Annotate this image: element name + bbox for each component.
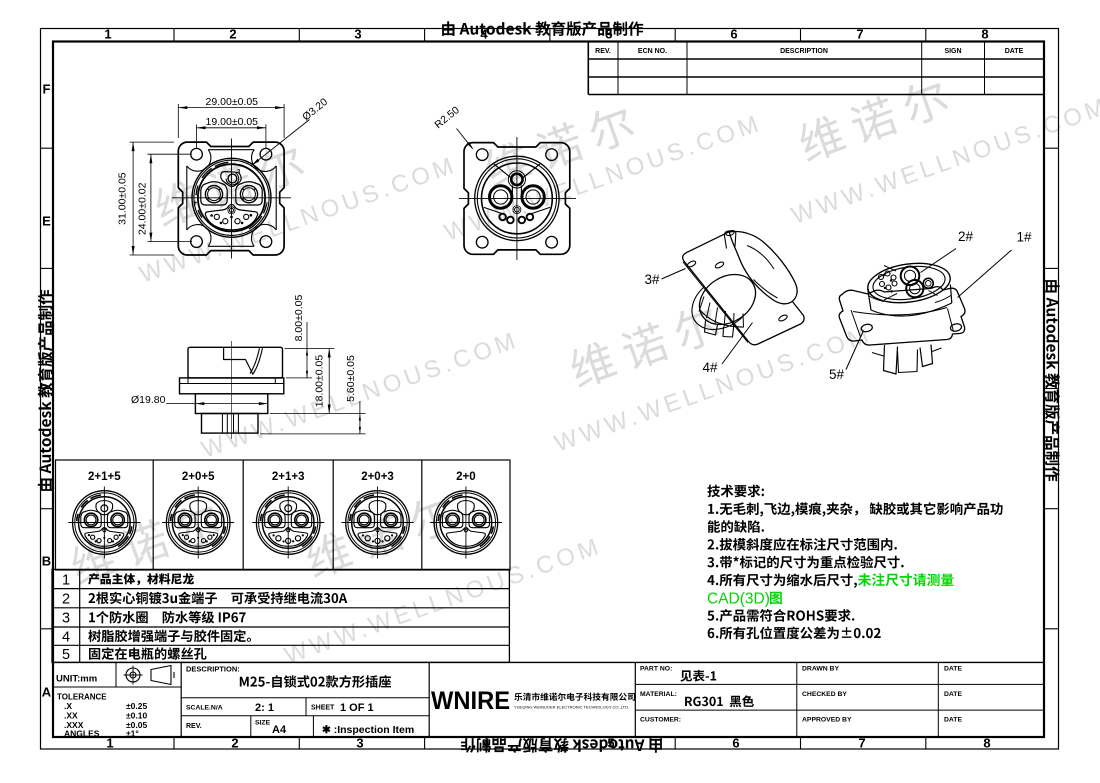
svg-text:CHECKED BY: CHECKED BY: [802, 691, 847, 698]
svg-text:APPROVED BY: APPROVED BY: [802, 717, 852, 724]
svg-text:18.00±0.05: 18.00±0.05: [313, 355, 325, 408]
svg-text:WNIRE: WNIRE: [431, 687, 510, 715]
svg-text:±0.05: ±0.05: [126, 720, 147, 730]
svg-text:.XXX: .XXX: [64, 720, 84, 730]
svg-text:8: 8: [983, 735, 990, 750]
svg-text:5: 5: [62, 647, 70, 663]
svg-text:4#: 4#: [702, 360, 718, 375]
svg-text:±0.25: ±0.25: [126, 701, 147, 711]
svg-text:3: 3: [62, 611, 70, 627]
svg-text:2+1+3: 2+1+3: [272, 471, 305, 483]
svg-text:3: 3: [237, 170, 241, 176]
svg-text:REV.: REV.: [186, 723, 202, 730]
svg-text:ANGLES: ANGLES: [64, 729, 100, 739]
svg-text:3: 3: [356, 735, 363, 750]
svg-text:REV.: REV.: [595, 48, 611, 55]
svg-text:2+0: 2+0: [456, 471, 476, 483]
svg-text:5.60±0.05: 5.60±0.05: [345, 355, 357, 402]
svg-text:6: 6: [732, 735, 739, 750]
svg-text:5#: 5#: [829, 367, 845, 382]
svg-text:2#: 2#: [958, 229, 974, 244]
svg-text:.X: .X: [64, 701, 72, 711]
svg-text:31.00±0.05: 31.00±0.05: [117, 172, 129, 225]
svg-text:CAD(3D): CAD(3D): [707, 591, 770, 608]
svg-text:SIZE: SIZE: [255, 720, 271, 727]
svg-text:DRAWN BY: DRAWN BY: [802, 666, 839, 673]
svg-text:SCALE.N/A: SCALE.N/A: [186, 705, 223, 712]
svg-text:.XX: .XX: [64, 711, 78, 721]
svg-text:DATE: DATE: [944, 666, 962, 673]
svg-text:2: 2: [231, 735, 238, 750]
svg-text:Ø19.80: Ø19.80: [131, 394, 166, 406]
svg-text:A4: A4: [272, 724, 287, 736]
svg-text:DESCRIPTION:: DESCRIPTION:: [186, 665, 240, 674]
svg-text:YUEQING WEINUOER ELECTRONIC TE: YUEQING WEINUOER ELECTRONIC TECHNOLOGY C…: [514, 705, 629, 710]
svg-text:SIGN: SIGN: [944, 48, 961, 55]
svg-text:2: 2: [229, 26, 236, 41]
svg-text:3: 3: [354, 26, 361, 41]
svg-text:8.00±0.05: 8.00±0.05: [293, 295, 305, 342]
svg-text:PART NO:: PART NO:: [640, 666, 672, 673]
svg-text:MATERIAL:: MATERIAL:: [640, 691, 677, 698]
svg-text:1 OF 1: 1 OF 1: [340, 702, 374, 714]
svg-text:29.00±0.05: 29.00±0.05: [206, 96, 259, 108]
svg-text:19.00±0.05: 19.00±0.05: [206, 116, 259, 128]
svg-text:1: 1: [62, 572, 70, 588]
svg-text:1: 1: [104, 26, 111, 41]
svg-text:±1°: ±1°: [126, 729, 139, 739]
svg-text:2+1+5: 2+1+5: [88, 471, 121, 483]
svg-text:DESCRIPTION: DESCRIPTION: [780, 48, 828, 55]
svg-text:✱ :Inspection Item: ✱ :Inspection Item: [322, 724, 414, 736]
svg-text:+: +: [193, 200, 197, 207]
svg-text:2: 1: 2: 1: [255, 702, 274, 714]
svg-text:2+0+3: 2+0+3: [361, 471, 394, 483]
svg-text:±0.10: ±0.10: [126, 711, 147, 721]
svg-text:SHEET: SHEET: [311, 705, 335, 712]
svg-text:2+0+5: 2+0+5: [182, 471, 215, 483]
svg-text:6: 6: [730, 26, 737, 41]
svg-text:3#: 3#: [644, 272, 660, 287]
svg-text:A: A: [42, 685, 52, 700]
svg-text:DATE: DATE: [944, 691, 962, 698]
svg-text:2: 2: [62, 592, 70, 608]
svg-text:DATE: DATE: [1005, 48, 1024, 55]
svg-text:F: F: [43, 82, 51, 97]
svg-text:CUSTOMER:: CUSTOMER:: [640, 717, 681, 724]
svg-text:7: 7: [856, 26, 863, 41]
svg-text:ECN NO.: ECN NO.: [638, 48, 667, 55]
svg-text:1#: 1#: [1016, 230, 1032, 245]
svg-text:DATE: DATE: [944, 717, 962, 724]
svg-text:1: 1: [106, 735, 113, 750]
svg-text:4: 4: [62, 629, 70, 645]
svg-text:7: 7: [858, 735, 865, 750]
svg-text:TOLERANCE: TOLERANCE: [57, 693, 107, 702]
svg-text:B: B: [42, 554, 51, 569]
svg-text:-: -: [266, 198, 269, 207]
svg-text:E: E: [42, 214, 51, 229]
svg-text:8: 8: [981, 26, 988, 41]
svg-text:UNIT:mm: UNIT:mm: [56, 674, 97, 685]
svg-text:24.00±0.02: 24.00±0.02: [137, 182, 149, 235]
